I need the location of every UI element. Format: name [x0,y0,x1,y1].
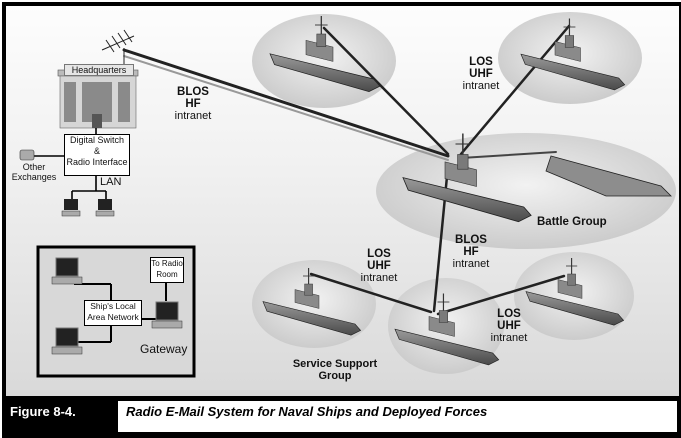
figure-number: Figure 8-4. [10,404,76,419]
phone-icon [19,149,35,161]
other-exchanges-label: Other Exchanges [11,162,57,182]
diagram-canvas: Headquarters Digital Switch & Radio Inte… [6,6,679,396]
computer-icon [95,199,115,217]
link-hq-hub [122,48,450,158]
link-label-support-left: LOS UHF intranet [360,248,398,284]
figure-caption: Figure 8-4. Radio E-Mail System for Nava… [6,396,679,434]
headquarters-building-icon [57,69,139,129]
link-label-hub-support: BLOS HF intranet [452,234,490,270]
to-radio-room-box: To Radio Room [150,257,184,283]
computer-icon [61,199,81,217]
headquarters-sign: Headquarters [64,64,134,76]
gateway-label: Gateway [140,342,188,356]
link-label-top-ships: LOS UHF intranet [462,56,500,92]
service-support-group-label: Service Support Group [292,358,378,382]
figure-title-box: Radio E-Mail System for Naval Ships and … [118,401,677,432]
gateway-computer-icon [151,301,183,329]
diagram-graphics [19,12,676,378]
lan-label: LAN [100,176,122,188]
radio-links [122,24,571,316]
link-label-hq-hub: BLOS HF intranet [174,86,212,122]
antenna-icon [101,29,135,64]
computer-icon [51,257,83,285]
battle-group-label: Battle Group [537,216,607,228]
link-hub-carrier [460,151,557,159]
battle-group-ellipse [376,133,676,249]
link-hub-topright [459,24,571,156]
link-label-support-right: LOS UHF intranet [490,308,528,344]
ships-lan-box: Ship's Local Area Network [84,300,142,326]
digital-switch-box: Digital Switch & Radio Interface [64,134,130,176]
figure-title: Radio E-Mail System for Naval Ships and … [126,404,488,419]
link-support-left [309,272,433,314]
carrier [545,155,672,197]
link-hub-topleft [322,26,450,156]
computer-icon [51,327,83,355]
link-support-right [436,274,566,316]
